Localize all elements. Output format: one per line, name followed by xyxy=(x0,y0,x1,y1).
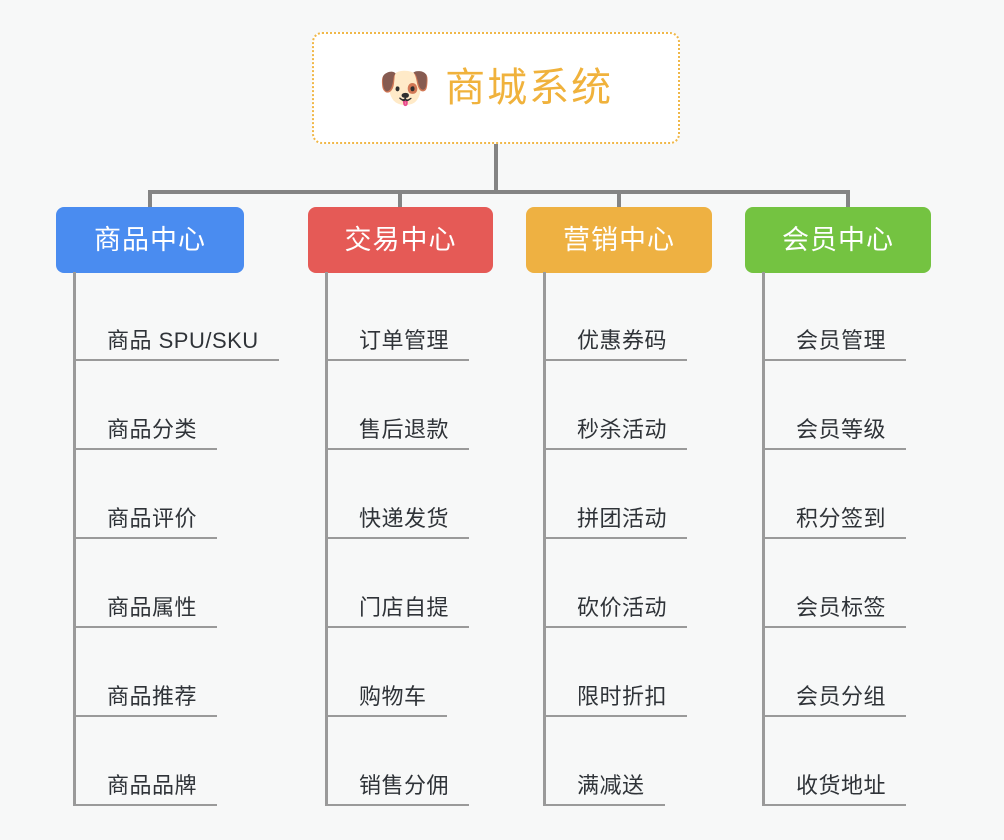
leaf-item[interactable]: 限时折扣 xyxy=(543,628,688,717)
leaf-label: 会员等级 xyxy=(796,416,887,442)
leaf-label: 商品 SPU/SKU xyxy=(107,327,259,353)
leaf-label: 商品评价 xyxy=(107,505,198,531)
leaf-label: 商品推荐 xyxy=(107,683,198,709)
category-box-3[interactable]: 营销中心 xyxy=(526,207,712,273)
category-label-1: 商品中心 xyxy=(94,224,206,255)
category-label-4: 会员中心 xyxy=(782,224,894,255)
leaf-spine-2 xyxy=(325,272,328,806)
leaf-item[interactable]: 快递发货 xyxy=(325,450,470,539)
leaf-item[interactable]: 门店自提 xyxy=(325,539,470,628)
leaf-label: 会员管理 xyxy=(796,327,887,353)
leaf-label: 商品品牌 xyxy=(107,772,198,798)
leaf-label: 限时折扣 xyxy=(577,683,668,709)
leaf-label: 秒杀活动 xyxy=(577,416,668,442)
category-box-2[interactable]: 交易中心 xyxy=(308,207,493,273)
leaf-item[interactable]: 订单管理 xyxy=(325,272,470,361)
leaf-item[interactable]: 售后退款 xyxy=(325,361,470,450)
leaf-spine-1 xyxy=(73,272,76,806)
category-box-4[interactable]: 会员中心 xyxy=(745,207,931,273)
leaf-label: 砍价活动 xyxy=(577,594,668,620)
leaf-item[interactable]: 销售分佣 xyxy=(325,717,470,806)
category-box-1[interactable]: 商品中心 xyxy=(56,207,244,273)
leaf-label: 满减送 xyxy=(577,772,645,798)
leaf-item[interactable]: 会员等级 xyxy=(762,361,907,450)
leaf-item[interactable]: 商品 SPU/SKU xyxy=(73,272,279,361)
leaf-label: 快递发货 xyxy=(359,505,450,531)
category-label-2: 交易中心 xyxy=(344,224,457,255)
root-node-label: 商城系统 xyxy=(445,66,614,110)
leaf-label: 优惠券码 xyxy=(577,327,668,353)
leaf-label: 门店自提 xyxy=(359,594,450,620)
leaf-item[interactable]: 收货地址 xyxy=(762,717,907,806)
shiba-dog-face-icon: 🐶 xyxy=(378,64,432,111)
connector-drop-2 xyxy=(398,190,402,208)
leaf-label: 商品属性 xyxy=(107,594,198,620)
leaf-label: 销售分佣 xyxy=(359,772,450,798)
category-label-3: 营销中心 xyxy=(563,224,675,255)
leaf-label: 积分签到 xyxy=(796,505,887,531)
connector-root-stem xyxy=(494,144,498,194)
leaf-item[interactable]: 积分签到 xyxy=(762,450,907,539)
leaf-item[interactable]: 砍价活动 xyxy=(543,539,688,628)
leaf-label: 商品分类 xyxy=(107,416,198,442)
leaf-item[interactable]: 会员管理 xyxy=(762,272,907,361)
leaf-label: 会员分组 xyxy=(796,683,887,709)
leaf-label: 收货地址 xyxy=(796,772,887,798)
connector-drop-4 xyxy=(846,190,850,208)
leaf-item[interactable]: 商品推荐 xyxy=(73,628,218,717)
connector-drop-1 xyxy=(148,190,152,208)
leaf-item[interactable]: 会员分组 xyxy=(762,628,907,717)
leaf-label: 购物车 xyxy=(359,683,427,709)
leaf-item[interactable]: 商品品牌 xyxy=(73,717,218,806)
leaf-label: 售后退款 xyxy=(359,416,450,442)
connector-drop-3 xyxy=(617,190,621,208)
leaf-label: 拼团活动 xyxy=(577,505,668,531)
leaf-label: 订单管理 xyxy=(359,327,450,353)
root-node[interactable]: 🐶 商城系统 xyxy=(312,32,680,144)
leaf-item[interactable]: 商品分类 xyxy=(73,361,218,450)
leaf-label: 会员标签 xyxy=(796,594,887,620)
leaf-spine-3 xyxy=(543,272,546,806)
leaf-item[interactable]: 满减送 xyxy=(543,717,665,806)
leaf-item[interactable]: 秒杀活动 xyxy=(543,361,688,450)
leaf-item[interactable]: 拼团活动 xyxy=(543,450,688,539)
leaf-item[interactable]: 商品评价 xyxy=(73,450,218,539)
leaf-item[interactable]: 会员标签 xyxy=(762,539,907,628)
leaf-item[interactable]: 购物车 xyxy=(325,628,447,717)
leaf-item[interactable]: 商品属性 xyxy=(73,539,218,628)
connector-horizontal-bus xyxy=(150,190,850,194)
leaf-spine-4 xyxy=(762,272,765,806)
leaf-item[interactable]: 优惠券码 xyxy=(543,272,688,361)
